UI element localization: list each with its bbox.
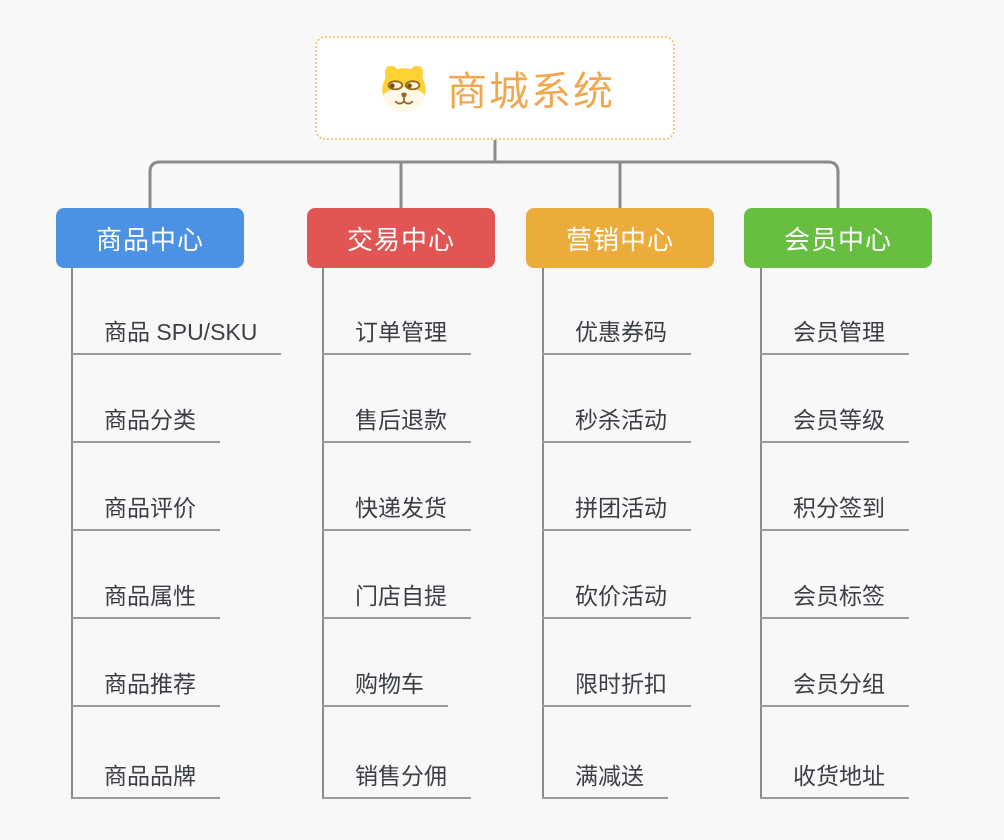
leaf-node[interactable]: 收货地址 xyxy=(760,761,909,799)
leaf-node[interactable]: 商品评价 xyxy=(71,493,220,531)
leaf-node[interactable]: 秒杀活动 xyxy=(542,405,691,443)
branch-node-marketing-center[interactable]: 营销中心 xyxy=(526,208,714,268)
leaf-node[interactable]: 商品 SPU/SKU xyxy=(71,317,282,355)
branch-node-member-center[interactable]: 会员中心 xyxy=(744,208,932,268)
root-label: 商城系统 xyxy=(447,70,615,114)
leaf-node[interactable]: 满减送 xyxy=(542,761,668,799)
leaf-node[interactable]: 会员标签 xyxy=(760,581,909,619)
leaf-node[interactable]: 门店自提 xyxy=(322,581,471,619)
leaf-node[interactable]: 拼团活动 xyxy=(542,493,691,531)
leaf-node[interactable]: 订单管理 xyxy=(322,317,471,355)
dog-face-icon xyxy=(382,65,426,112)
leaf-node[interactable]: 商品属性 xyxy=(71,581,220,619)
leaf-node[interactable]: 商品推荐 xyxy=(71,669,220,707)
root-node[interactable]: 商城系统 xyxy=(315,36,675,140)
leaf-node[interactable]: 销售分佣 xyxy=(322,761,471,799)
leaf-node[interactable]: 优惠券码 xyxy=(542,317,691,355)
leaf-node[interactable]: 购物车 xyxy=(322,669,448,707)
leaf-node[interactable]: 商品品牌 xyxy=(71,761,220,799)
leaf-node[interactable]: 限时折扣 xyxy=(542,669,691,707)
branch-node-trade-center[interactable]: 交易中心 xyxy=(307,208,495,268)
branch-node-product-center[interactable]: 商品中心 xyxy=(56,208,244,268)
leaf-node[interactable]: 售后退款 xyxy=(322,405,471,443)
leaf-node[interactable]: 快递发货 xyxy=(322,493,471,531)
leaf-node[interactable]: 会员管理 xyxy=(760,317,909,355)
leaf-node[interactable]: 砍价活动 xyxy=(542,581,691,619)
leaf-node[interactable]: 商品分类 xyxy=(71,405,220,443)
leaf-node[interactable]: 积分签到 xyxy=(760,493,909,531)
leaf-node[interactable]: 会员等级 xyxy=(760,405,909,443)
leaf-node[interactable]: 会员分组 xyxy=(760,669,909,707)
